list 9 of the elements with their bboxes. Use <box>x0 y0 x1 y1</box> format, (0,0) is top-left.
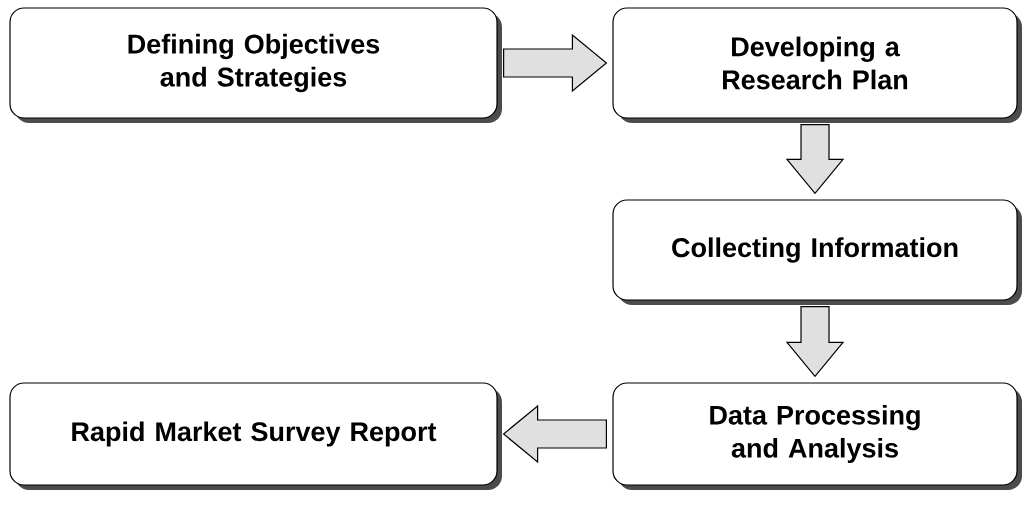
process-box: Data Processing and Analysis <box>612 382 1022 490</box>
process-box: Defining Objectives and Strategies <box>9 7 502 123</box>
block-arrow <box>785 124 845 195</box>
process-box: Collecting Information <box>612 199 1022 305</box>
block-arrow <box>502 404 607 464</box>
process-box: Rapid Market Survey Report <box>9 382 502 490</box>
process-box: Developing a Research Plan <box>612 7 1022 123</box>
block-arrow <box>785 306 845 378</box>
block-arrow <box>503 33 608 93</box>
